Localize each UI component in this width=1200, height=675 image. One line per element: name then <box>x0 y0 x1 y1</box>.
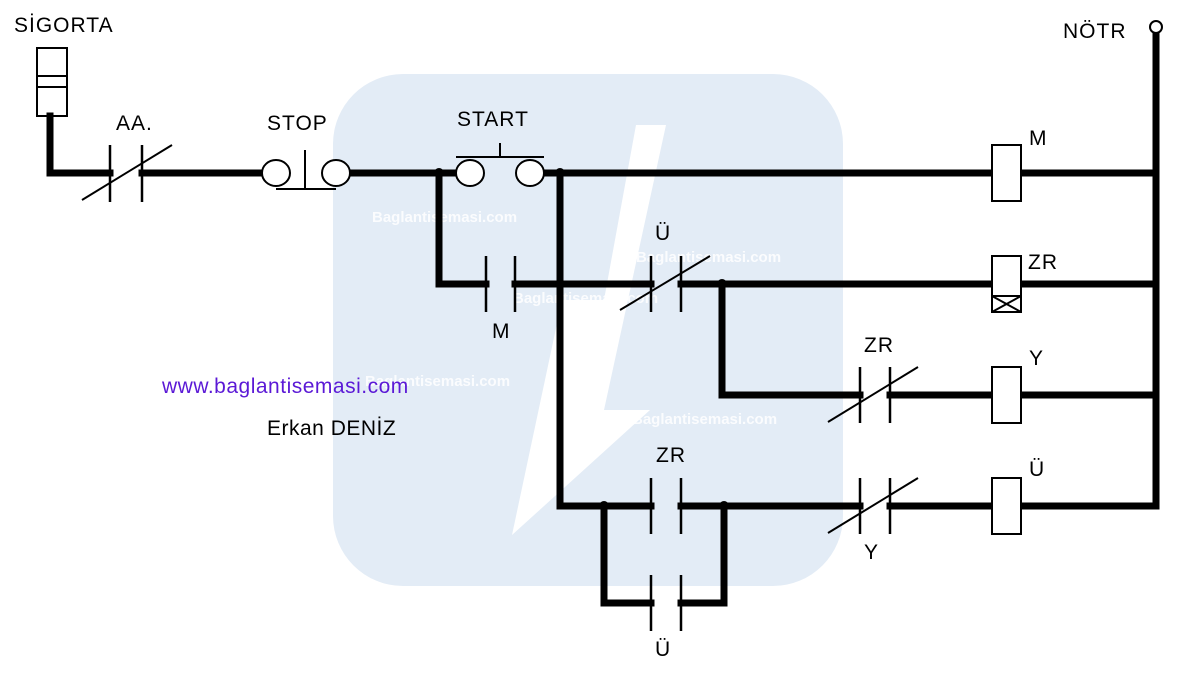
watermark-text-5: Baglantisemasi.com <box>632 411 777 428</box>
start-button-symbol <box>455 143 545 187</box>
label-fuse: SİGORTA <box>14 14 114 37</box>
coil-y <box>991 366 1022 424</box>
thermal-nc-contact <box>81 144 173 202</box>
author-name: Erkan DENİZ <box>267 417 396 440</box>
watermark-text-3: Baglantisemasi.com <box>513 290 658 307</box>
label-contact-zr-no: ZR <box>656 444 686 467</box>
coil-zr-timer <box>991 255 1022 313</box>
m-no-contact <box>484 256 517 312</box>
neutral-terminal <box>1149 20 1163 34</box>
label-stop: STOP <box>267 112 328 135</box>
label-coil-y: Y <box>1029 347 1044 370</box>
label-contact-y-nc: Y <box>864 541 879 564</box>
label-contact-zr-nc: ZR <box>864 334 894 357</box>
wire-parallel-right <box>677 502 728 607</box>
label-coil-u: Ü <box>1029 458 1045 481</box>
watermark-text-1: Baglantisemasi.com <box>372 209 517 226</box>
watermark: Baglantisemasi.com Baglantisemasi.com Ba… <box>333 74 843 586</box>
zr-no-contact <box>649 478 683 534</box>
y-nc-contact <box>827 477 919 534</box>
wire-fuse-to-thermal <box>46 112 114 177</box>
wire-to-zr-nc <box>718 280 864 399</box>
label-contact-u-no: Ü <box>655 638 671 661</box>
fuse-symbol <box>36 47 68 117</box>
zr-nc-contact <box>827 366 919 423</box>
u-nc-contact <box>619 255 711 312</box>
label-start: START <box>457 108 529 131</box>
label-contact-m-no: M <box>492 320 511 343</box>
watermark-text-4: Baglantisemasi.com <box>365 373 510 390</box>
junction-dots <box>434 168 729 511</box>
wire-branch-m-contact <box>435 169 490 288</box>
watermark-bolt <box>512 125 666 535</box>
stop-button-symbol <box>261 150 351 190</box>
wires <box>46 26 1160 607</box>
website-link[interactable]: www.baglantisemasi.com <box>161 375 409 398</box>
label-contact-u-nc: Ü <box>655 222 671 245</box>
label-coil-zr: ZR <box>1028 251 1058 274</box>
wire-parallel-left <box>600 502 655 607</box>
label-neutral: NÖTR <box>1063 20 1127 43</box>
u-no-contact <box>649 575 683 631</box>
label-coil-m: M <box>1029 127 1048 150</box>
coil-m <box>991 144 1022 202</box>
coil-u <box>991 477 1022 535</box>
label-thermal: AA. <box>116 112 153 135</box>
